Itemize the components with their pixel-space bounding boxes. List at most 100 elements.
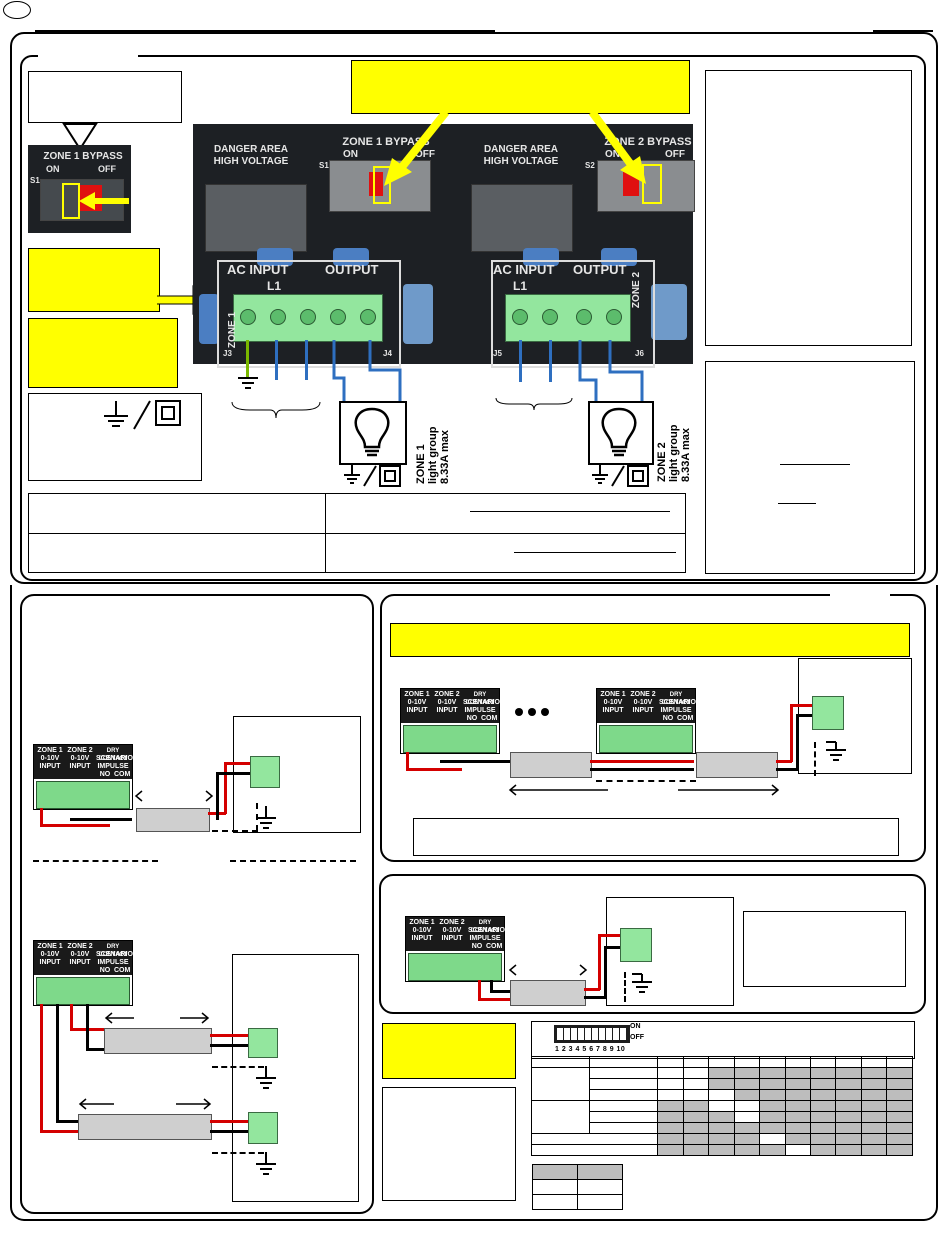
mod2-zone2: ZONE 2 [67, 943, 93, 950]
relay-2 [471, 184, 573, 252]
inset-on: ON [46, 164, 60, 174]
dip-on-label: ON [630, 1023, 641, 1030]
module-header [401, 689, 499, 723]
mod1-zone1: ZONE 1 [37, 747, 63, 754]
ch1-input1: INPUT [406, 707, 428, 714]
ch2-input1: INPUT [602, 707, 624, 714]
mod1-scenario: SCENARIO [96, 755, 133, 762]
bl-terminal-1[interactable] [250, 756, 280, 788]
ch2-range2: 0-10V [633, 699, 653, 706]
sm-black-4 [604, 946, 607, 998]
sm-dry: DRY CONTACT [470, 920, 500, 934]
screw[interactable] [576, 309, 592, 325]
bl2-cable-2 [78, 1114, 212, 1140]
j4-label: J4 [383, 349, 392, 358]
output-label-1: OUTPUT [325, 262, 379, 277]
ch1-input2: INPUT [436, 707, 458, 714]
dip-callout [382, 1023, 516, 1079]
output-wires-1 [332, 340, 402, 402]
ch-terminal[interactable] [812, 696, 844, 730]
j3-label: J3 [223, 349, 232, 358]
ch1-terminals[interactable] [403, 725, 497, 753]
bl-black-wire-1 [70, 818, 132, 821]
lamp-1-group: light group [427, 426, 439, 484]
ch1-scenario: SCENARIO [463, 699, 500, 706]
mod2-dry: DRY CONTACT [98, 944, 128, 958]
mod2-com: COM [114, 967, 131, 974]
bypass-switch-inset: ZONE 1 BYPASS ON OFF S1 [28, 145, 131, 233]
single-module: ZONE 1 ZONE 2 DRY CONTACT 0-10V 0-10V SC… [405, 916, 505, 982]
zone1-switch-highlight[interactable] [373, 166, 391, 204]
screw[interactable] [512, 309, 528, 325]
bl2-terminal-2[interactable] [248, 1112, 278, 1144]
callout-arrows-icon [384, 109, 646, 186]
mod1-zone2: ZONE 2 [67, 747, 93, 754]
ch-black-3 [776, 768, 798, 771]
ch1-range2: 0-10V [437, 699, 457, 706]
bl-ground-icon-1 [256, 806, 276, 829]
sm-black-5 [604, 946, 622, 949]
ch-cable-1 [510, 752, 592, 778]
sm-span-arrows [508, 964, 588, 976]
screw[interactable] [542, 309, 558, 325]
bl-black-wire-3 [216, 772, 252, 775]
sm-terminal[interactable] [620, 928, 652, 962]
terminal-frame-2 [491, 260, 655, 368]
mod2-range2: 0-10V [70, 951, 90, 958]
ch-red-3 [590, 760, 694, 763]
section-tab [38, 52, 138, 58]
s2-label: S2 [585, 161, 595, 170]
ch-red-2 [406, 768, 462, 771]
ch2-input2: INPUT [632, 707, 654, 714]
inset-off: OFF [98, 164, 116, 174]
ch2-impulse: IMPULSE [660, 707, 692, 714]
sm-range2: 0-10V [442, 927, 462, 934]
sm-shield-v [624, 972, 626, 1002]
mod2-terminals[interactable] [36, 977, 130, 1005]
ch2-scenario: SCENARIO [659, 699, 696, 706]
screw[interactable] [240, 309, 256, 325]
input-brace-1 [231, 401, 321, 419]
ch-ground-icon [826, 741, 846, 761]
bl2-shield-2 [212, 1152, 264, 1154]
s1-label: S1 [319, 161, 329, 170]
lamp-2-group: light group [668, 424, 680, 482]
screw[interactable] [300, 309, 316, 325]
ch-red-4 [776, 760, 792, 763]
output-wires-2 [578, 340, 644, 402]
screw[interactable] [330, 309, 346, 325]
bl2-red-b [40, 1130, 80, 1133]
bl2-red-f [210, 1120, 250, 1123]
output-label-2: OUTPUT [573, 262, 627, 277]
terminal-block-1 [233, 294, 383, 342]
l1-wire-2 [519, 340, 522, 382]
screw[interactable] [360, 309, 376, 325]
single-note-box [743, 911, 906, 987]
bl2-ground-icon-1 [256, 1066, 276, 1089]
screw[interactable] [270, 309, 286, 325]
ground-wire [246, 340, 249, 378]
module-header [34, 941, 132, 975]
lamp-1-zone: ZONE 1 [415, 444, 427, 484]
input-brace-2 [495, 397, 573, 411]
module-header [34, 745, 132, 779]
dip-small-table [532, 1164, 623, 1210]
ch2-terminals[interactable] [599, 725, 693, 753]
zone2-switch-highlight[interactable] [642, 164, 662, 204]
bl2-terminal-1[interactable] [248, 1028, 278, 1058]
ch1-zone1: ZONE 1 [404, 691, 430, 698]
mod2-scenario: SCENARIO [96, 951, 133, 958]
down-arrow-icon [62, 123, 98, 151]
screw[interactable] [606, 309, 622, 325]
bl-red-wire-1 [40, 808, 43, 826]
j6-label: J6 [635, 349, 644, 358]
terminal-block-2 [505, 294, 631, 342]
mod1-impulse: IMPULSE [97, 763, 129, 770]
right-specs-box [705, 361, 915, 574]
ch1-no: NO [466, 715, 478, 722]
daisy-callout [390, 623, 910, 657]
mod1-terminals[interactable] [36, 781, 130, 809]
zone1-side-label: ZONE 1 [227, 311, 239, 349]
pcb-board: DANGER AREA HIGH VOLTAGE DANGER AREA HIG… [193, 124, 695, 368]
sm-terminals[interactable] [408, 953, 502, 981]
